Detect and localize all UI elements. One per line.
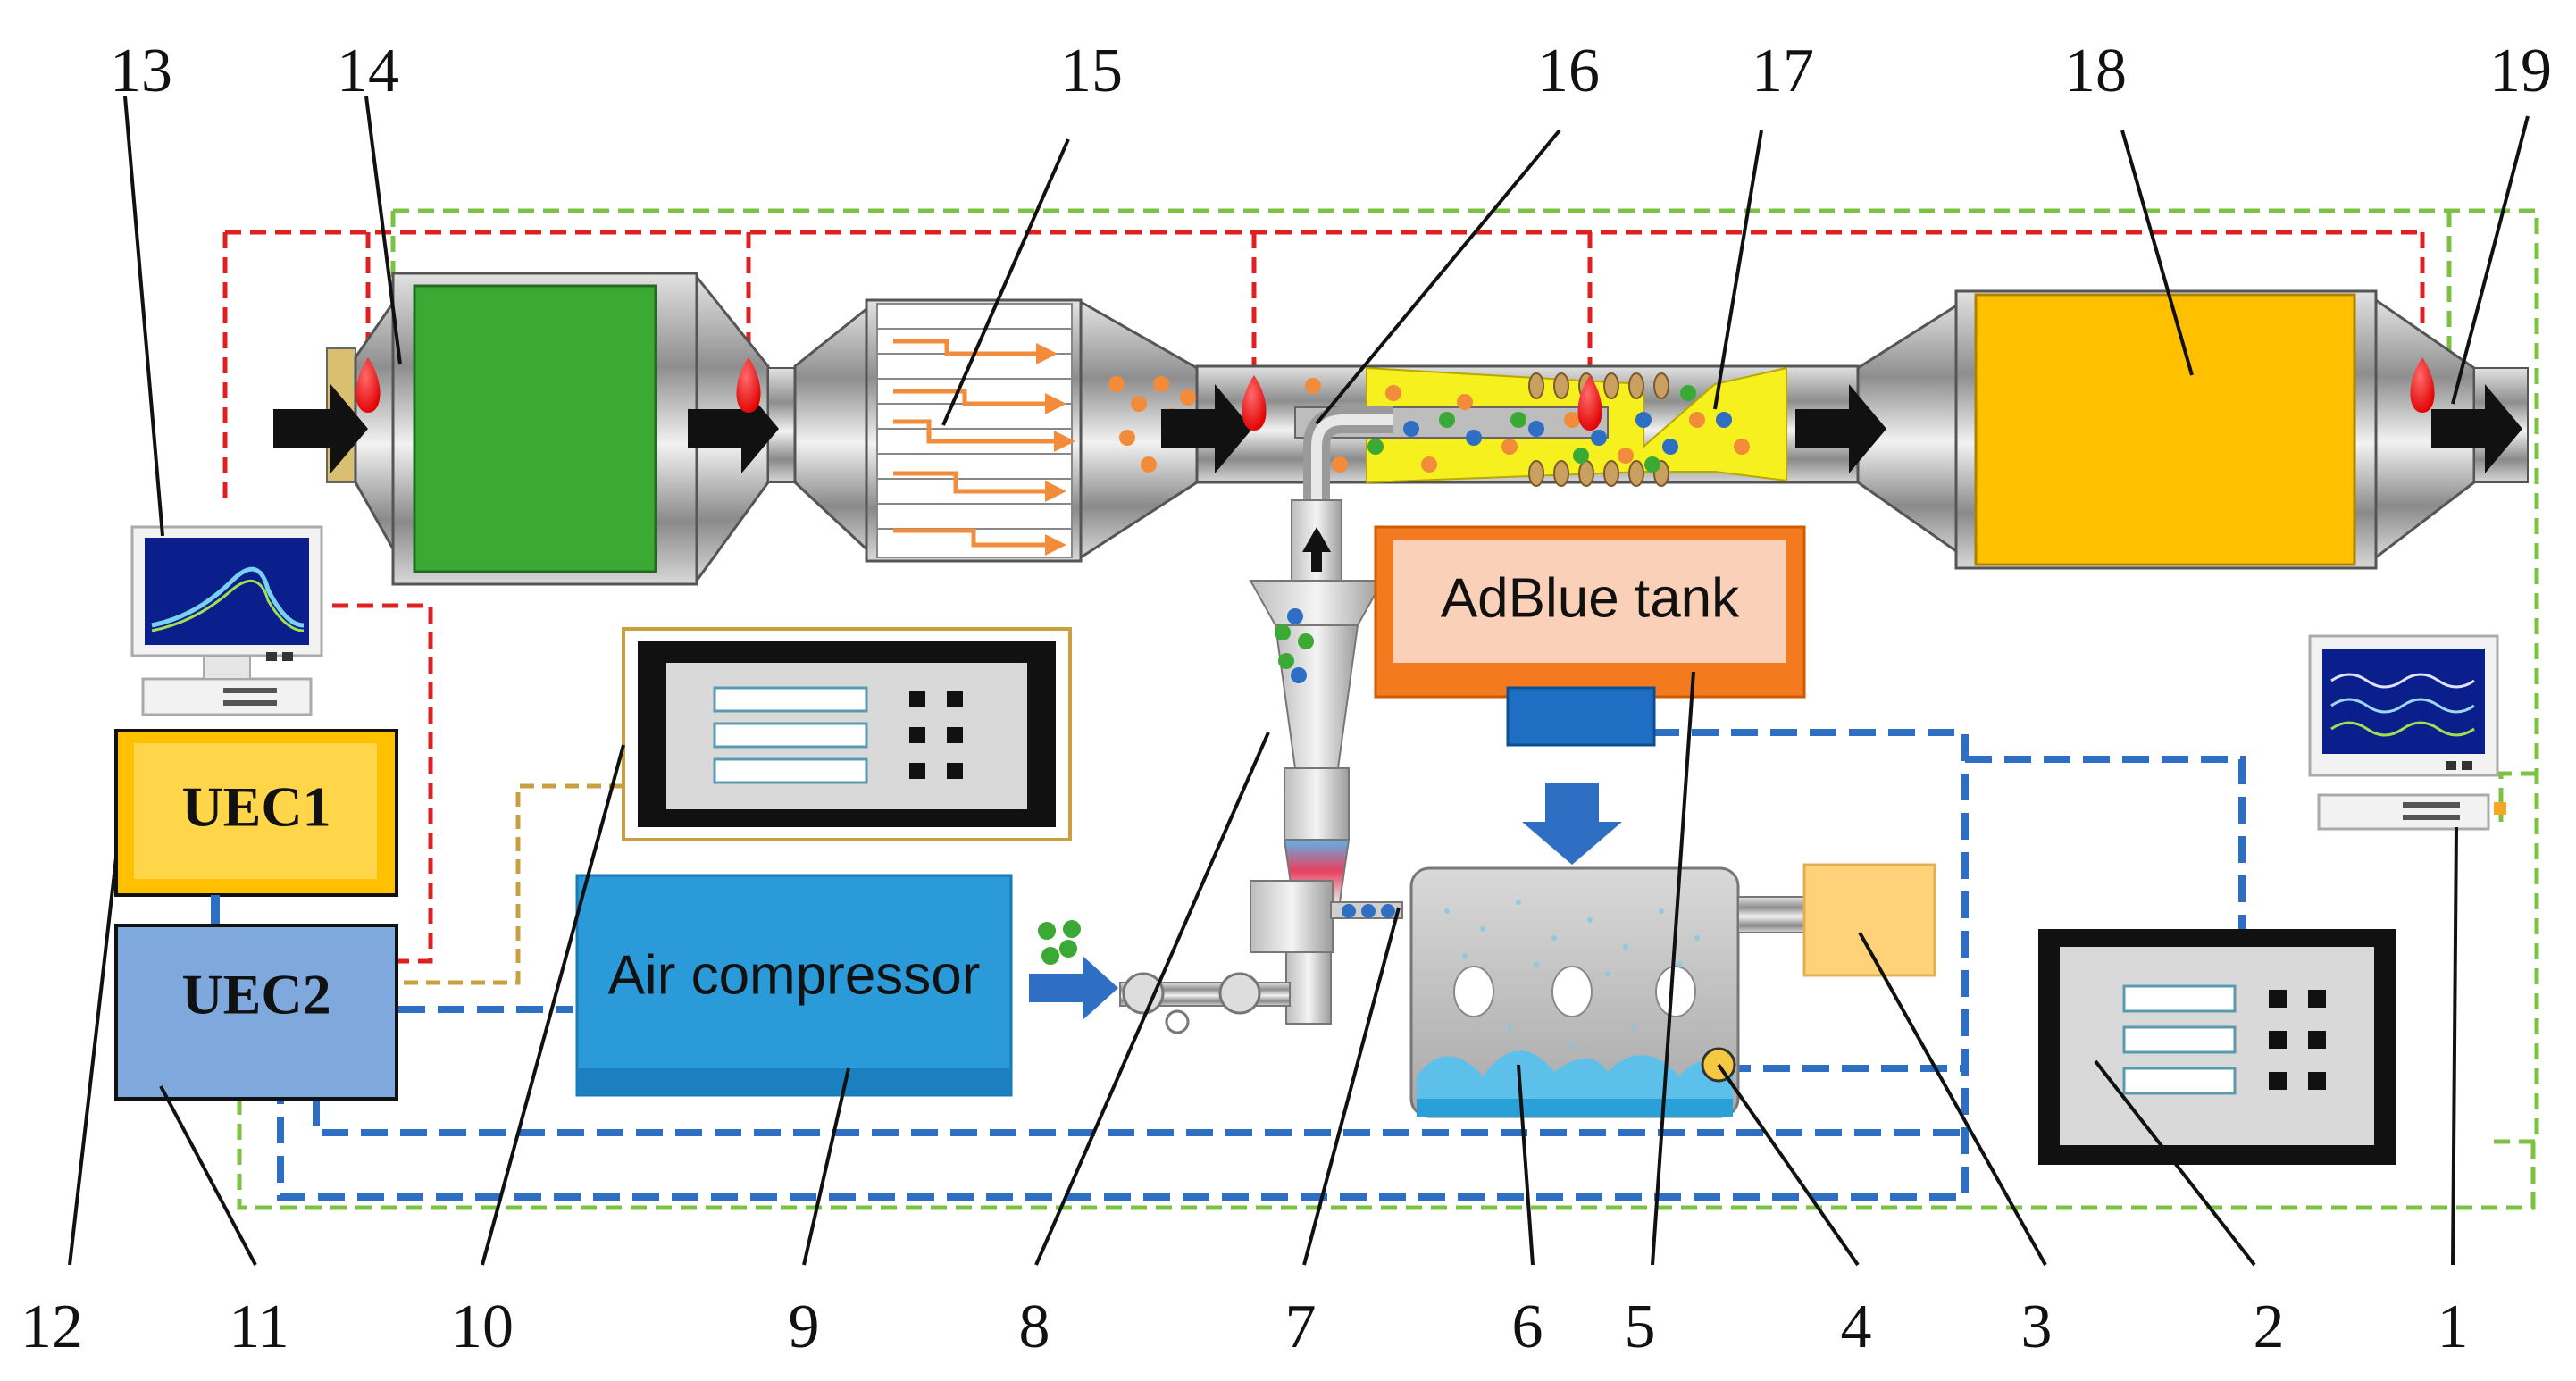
- yellow-catalyst-block: [1974, 293, 2356, 566]
- uec2-controller: UEC2: [114, 924, 398, 1101]
- uec2-label: UEC2: [181, 963, 330, 1026]
- sensor-icon: [1577, 375, 1602, 431]
- callout-7: 7: [1285, 1293, 1317, 1361]
- callout-19: 19: [2489, 37, 2552, 105]
- inlet-flow-arrow: [273, 384, 368, 473]
- up-arrow-icon: [1302, 527, 1331, 572]
- analyzer-2: [2038, 929, 2396, 1165]
- callout-13: 13: [110, 37, 172, 105]
- gauge-icon: [1165, 1009, 1190, 1034]
- callout-6: 6: [1512, 1293, 1543, 1361]
- air-flow-arrow-icon: [1029, 956, 1118, 1020]
- adblue-tank-label: AdBlue tank: [1441, 567, 1740, 629]
- analyzer-10: [622, 627, 1072, 841]
- callout-8: 8: [1019, 1293, 1050, 1361]
- outlet-flow-arrow: [2431, 384, 2522, 473]
- heater-box: [1802, 863, 1936, 977]
- signal-wiring: [397, 783, 623, 985]
- injection-column: [1119, 406, 1403, 1034]
- sensors: [355, 357, 2435, 431]
- callout-17: 17: [1752, 37, 1814, 105]
- callout-3: 3: [2021, 1293, 2053, 1361]
- callout-5: 5: [1625, 1293, 1656, 1361]
- callout-12: 12: [21, 1293, 83, 1361]
- callout-4: 4: [1841, 1293, 1872, 1361]
- valve-icon: [1218, 972, 1261, 1015]
- air-compressor-label: Air compressor: [608, 944, 981, 1006]
- control-wiring: [277, 729, 2246, 1201]
- callout-10: 10: [451, 1293, 514, 1361]
- leader-lines: [68, 96, 2530, 1267]
- valve-icon: [1122, 972, 1165, 1015]
- mixing-tank: [1409, 866, 1811, 1118]
- sensor-icon: [736, 357, 761, 413]
- callout-18: 18: [2064, 37, 2127, 105]
- callout-9: 9: [789, 1293, 820, 1361]
- callout-1: 1: [2438, 1293, 2469, 1361]
- dpf-flow-arrows: [893, 339, 1054, 548]
- callout-numbers: 1 2 3 4 5 6 7 8 9 10 11 12 13 14 15 16 1…: [21, 37, 2552, 1361]
- computer-13: [130, 525, 323, 716]
- column-particles: [1275, 608, 1314, 683]
- sensor-icon: [1242, 375, 1267, 431]
- callout-11: 11: [229, 1293, 289, 1361]
- sensor-icon: [355, 357, 381, 413]
- dosing-pump: [1506, 686, 1656, 747]
- exhaust-pipe: [273, 272, 2529, 586]
- uec1-label: UEC1: [181, 775, 330, 839]
- liquid-level: [1417, 1050, 1733, 1099]
- air-compressor: Air compressor: [575, 874, 1118, 1097]
- down-arrow-icon: [1522, 783, 1622, 865]
- callout-14: 14: [337, 37, 399, 105]
- uec-link: [211, 895, 220, 927]
- callout-16: 16: [1537, 37, 1600, 105]
- spray-dots: [1444, 900, 1700, 1048]
- computer-1: [2308, 634, 2506, 831]
- green-filter-block: [413, 284, 657, 573]
- callout-15: 15: [1060, 37, 1123, 105]
- flow-arrow-4: [1795, 384, 1886, 473]
- adblue-tank: AdBlue tank: [1374, 525, 1806, 865]
- uec1-controller: UEC1: [114, 729, 398, 897]
- sensor-icon: [2410, 357, 2435, 413]
- dpf-flow-heads: [1036, 343, 1075, 556]
- callout-2: 2: [2254, 1293, 2285, 1361]
- flow-arrow-3: [1161, 384, 1252, 473]
